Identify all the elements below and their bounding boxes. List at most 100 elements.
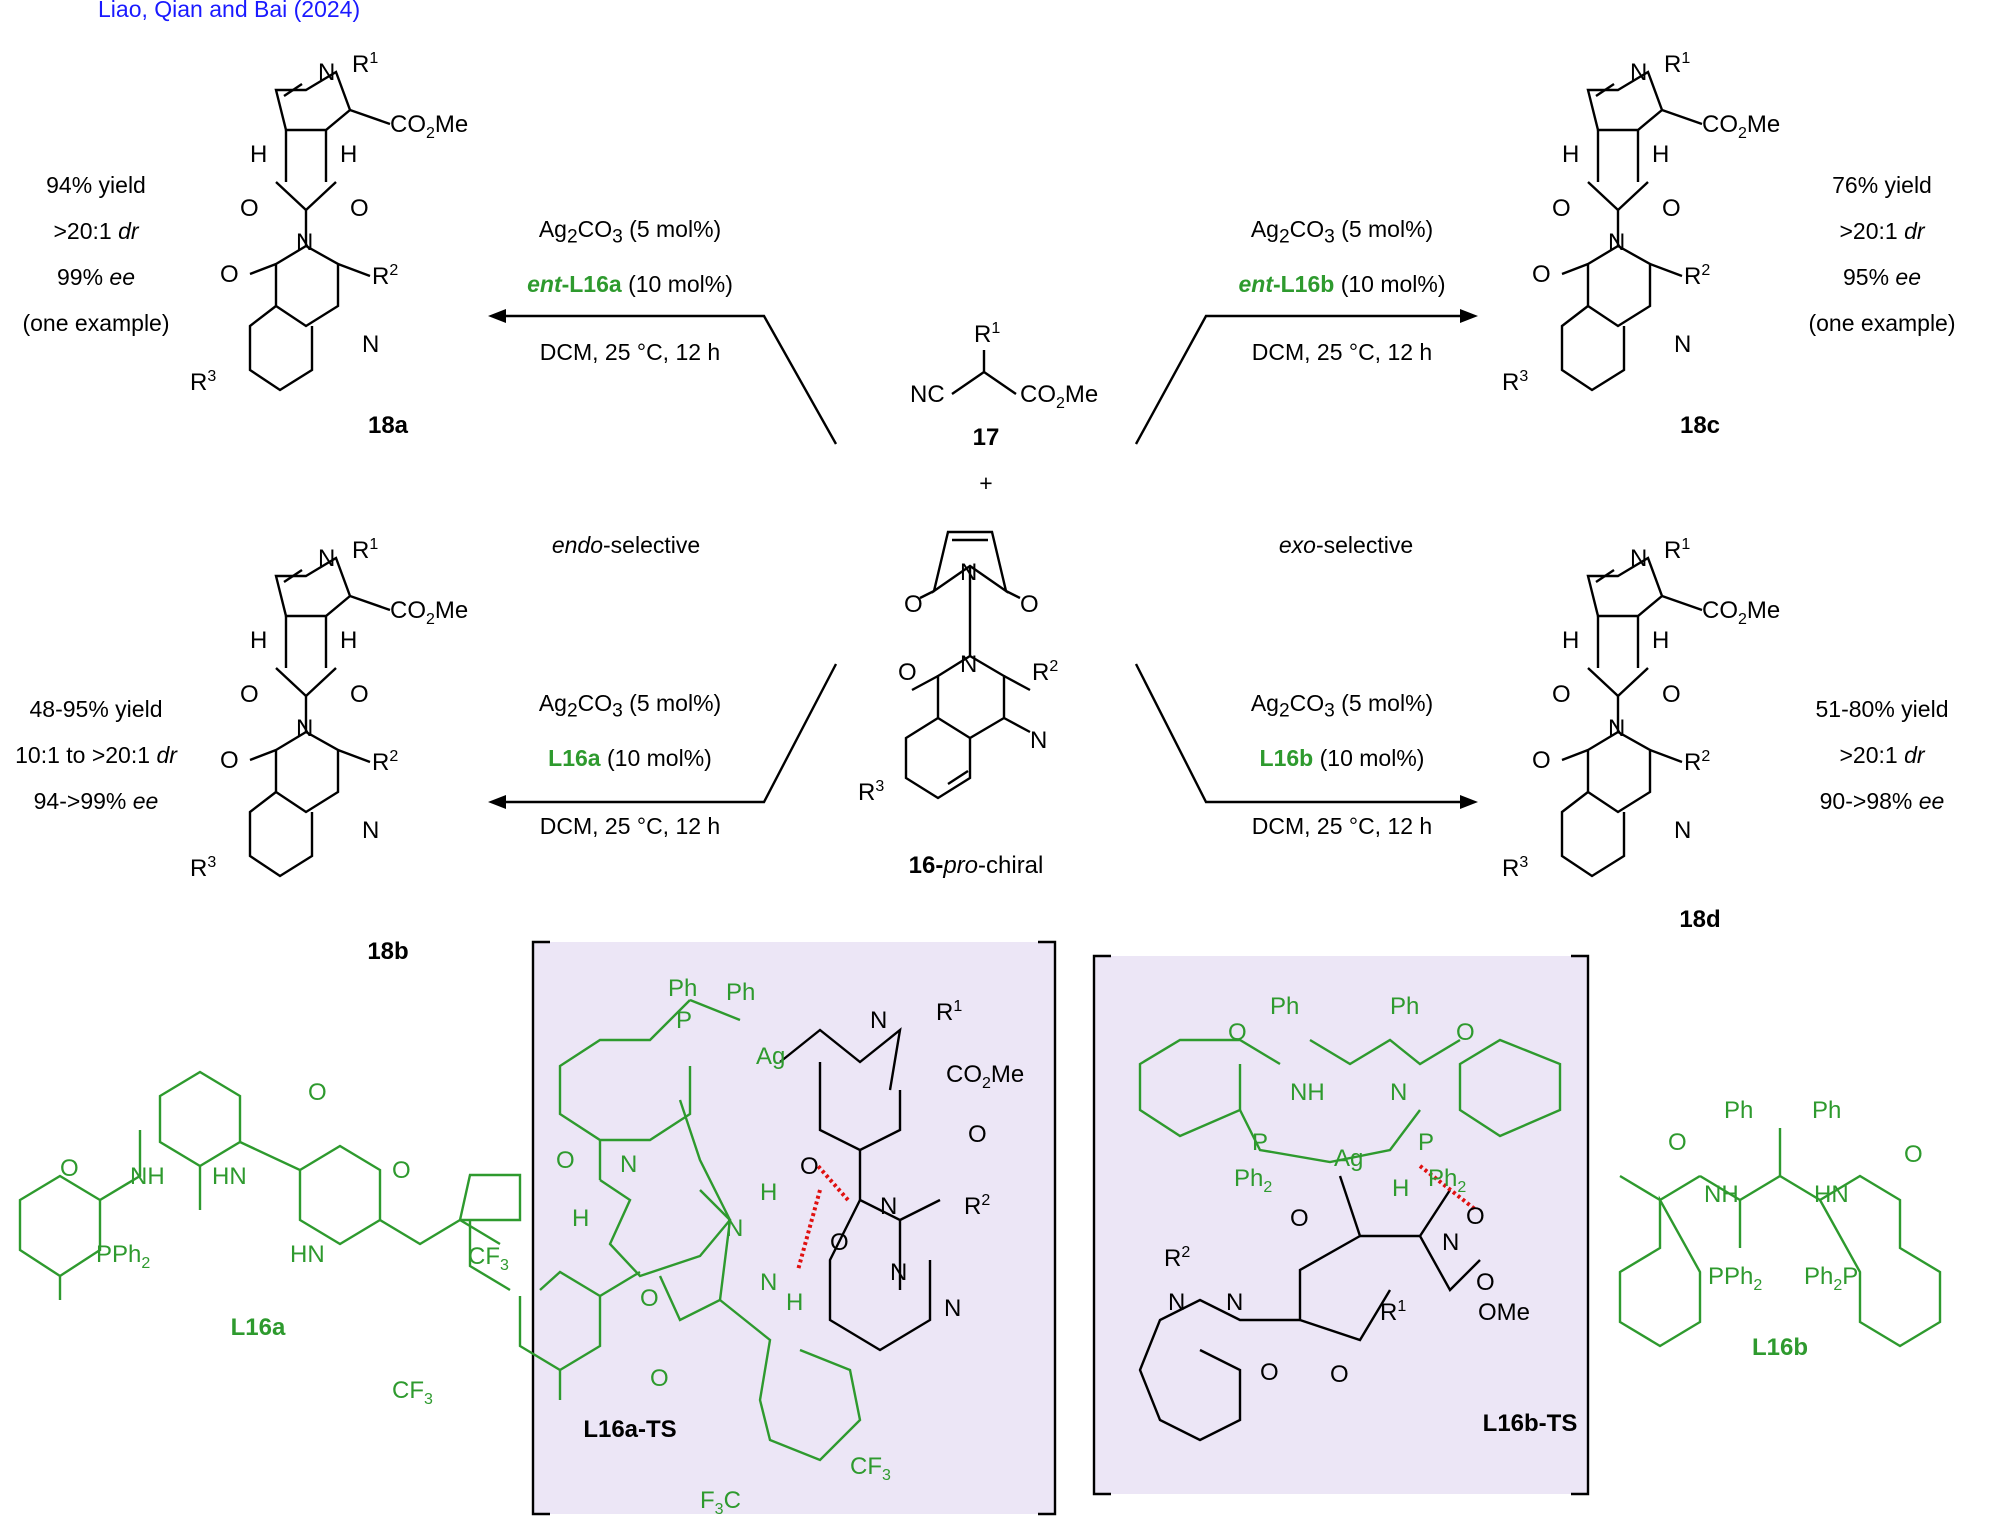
svg-text:O: O [556, 1147, 575, 1174]
svg-text:N: N [870, 1007, 887, 1034]
exo-selective-label: exo-selective [1278, 532, 1414, 558]
svg-text:O: O [60, 1155, 79, 1182]
structure-18c [1500, 48, 1782, 398]
result-line: >20:1 dr [1839, 218, 1925, 244]
svg-text:O: O [240, 195, 259, 222]
svg-text:NH: NH [1704, 1181, 1739, 1208]
svg-text:O: O [1904, 1141, 1923, 1168]
conditions-line: L16b (10 mol%) [1259, 744, 1425, 771]
result-line: (one example) [1808, 310, 1956, 336]
plus-sign: + [979, 470, 993, 496]
ts-brackets [531, 940, 1590, 1516]
svg-text:O: O [308, 1079, 327, 1106]
conditions-line: DCM, 25 °C, 12 h [1251, 338, 1433, 365]
svg-text:O: O [1330, 1361, 1349, 1388]
svg-text:NH: NH [1290, 1079, 1325, 1106]
structure-17: R1 NC CO2Me [910, 320, 1098, 412]
svg-text:O: O [1668, 1129, 1687, 1156]
svg-text:H: H [1392, 1175, 1409, 1202]
results-18d: 51-80% yield >20:1 dr 90->98% ee [1816, 686, 1949, 824]
svg-text:O: O [350, 195, 369, 222]
svg-text:Ag: Ag [1334, 1145, 1363, 1172]
svg-text:PPh2: PPh2 [1708, 1263, 1762, 1294]
conditions-line: ent-L16b (10 mol%) [1238, 270, 1446, 297]
label-l16b-ts: L16b-TS [1482, 1410, 1578, 1437]
svg-text:N: N [960, 651, 977, 678]
svg-text:P: P [1418, 1129, 1434, 1156]
svg-text:O: O [392, 1157, 411, 1184]
svg-text:N: N [318, 59, 335, 86]
result-line: 10:1 to >20:1 dr [15, 742, 177, 768]
svg-text:R2: R2 [372, 262, 398, 290]
svg-text:H: H [760, 1179, 777, 1206]
conditions-bottom-left: Ag2CO3 (5 mol%)L16a (10 mol%)DCM, 25 °C,… [539, 680, 721, 849]
svg-text:R1: R1 [352, 50, 378, 78]
svg-text:O: O [1476, 1269, 1495, 1296]
structure-18d [1500, 534, 1782, 884]
svg-text:H: H [250, 141, 267, 168]
svg-text:N: N [890, 1259, 907, 1286]
svg-text:O: O [220, 261, 239, 288]
citation: Liao, Qian and Bai (2024) [98, 0, 361, 22]
structure-18a: N R1 CO2Me H H O O N O R2 N R3 [190, 50, 468, 396]
result-line: 94% yield [46, 172, 146, 198]
svg-text:R3: R3 [858, 778, 884, 806]
svg-text:N: N [726, 1215, 743, 1242]
ts-box-l16b [1094, 956, 1588, 1494]
result-line: >20:1 dr [53, 218, 139, 244]
svg-text:Ph: Ph [1270, 993, 1299, 1020]
svg-text:Ph: Ph [1390, 993, 1419, 1020]
arrowheads [488, 309, 1478, 809]
label-18c: 18c [1679, 412, 1721, 439]
result-line: 99% ee [56, 264, 136, 290]
result-line: 90->98% ee [1819, 788, 1945, 814]
result-line: (one example) [22, 310, 170, 336]
svg-text:N: N [620, 1151, 637, 1178]
svg-text:N: N [760, 1269, 777, 1296]
label-16: 16-pro-chiral [908, 852, 1044, 879]
structure-l16a-atoms: O NH HN O O PPh2 HN CF3 CF3 [60, 1079, 509, 1408]
svg-text:Ag: Ag [756, 1043, 785, 1070]
label-l16b: L16b [1751, 1334, 1809, 1361]
svg-text:O: O [968, 1121, 987, 1148]
structure-l16b-atoms: Ph Ph O O NH HN PPh2 Ph2P [1668, 1097, 1923, 1294]
result-line: 51-80% yield [1815, 696, 1949, 722]
svg-text:N: N [1442, 1229, 1459, 1256]
svg-text:CF3: CF3 [392, 1377, 433, 1408]
svg-text:Ph: Ph [1812, 1097, 1841, 1124]
result-line: 76% yield [1832, 172, 1932, 198]
conditions-line: DCM, 25 °C, 12 h [1251, 812, 1433, 839]
svg-text:O: O [650, 1365, 669, 1392]
label-18b: 18b [367, 938, 409, 965]
svg-text:H: H [572, 1205, 589, 1232]
svg-text:O: O [1466, 1203, 1485, 1230]
svg-text:NC: NC [910, 381, 945, 408]
structure-l16a [18, 1070, 641, 1400]
svg-text:Ph: Ph [668, 975, 697, 1002]
svg-text:O: O [830, 1229, 849, 1256]
results-18a: 94% yield >20:1 dr 99% ee (one example) [22, 162, 169, 346]
svg-text:CO2Me: CO2Me [1020, 381, 1098, 412]
svg-text:R3: R3 [190, 368, 216, 396]
svg-text:HN: HN [1814, 1181, 1849, 1208]
svg-text:N: N [362, 331, 379, 358]
svg-text:O: O [1020, 591, 1039, 618]
label-l16a-ts: L16a-TS [583, 1416, 677, 1443]
result-line: >20:1 dr [1839, 742, 1925, 768]
svg-text:Ph2P: Ph2P [1804, 1263, 1858, 1294]
conditions-line: ent-L16a (10 mol%) [527, 270, 733, 297]
structure-16 [904, 530, 1031, 800]
svg-text:O: O [640, 1285, 659, 1312]
svg-text:N: N [296, 229, 313, 256]
svg-text:O: O [1228, 1019, 1247, 1046]
svg-text:O: O [800, 1153, 819, 1180]
label-18a: 18a [367, 412, 409, 439]
svg-text:N: N [880, 1193, 897, 1220]
svg-text:N: N [960, 559, 977, 586]
structure-l16b [1618, 1128, 1942, 1348]
conditions-line: DCM, 25 °C, 12 h [539, 338, 721, 365]
svg-text:N: N [1390, 1079, 1407, 1106]
result-line: 48-95% yield [29, 696, 163, 722]
